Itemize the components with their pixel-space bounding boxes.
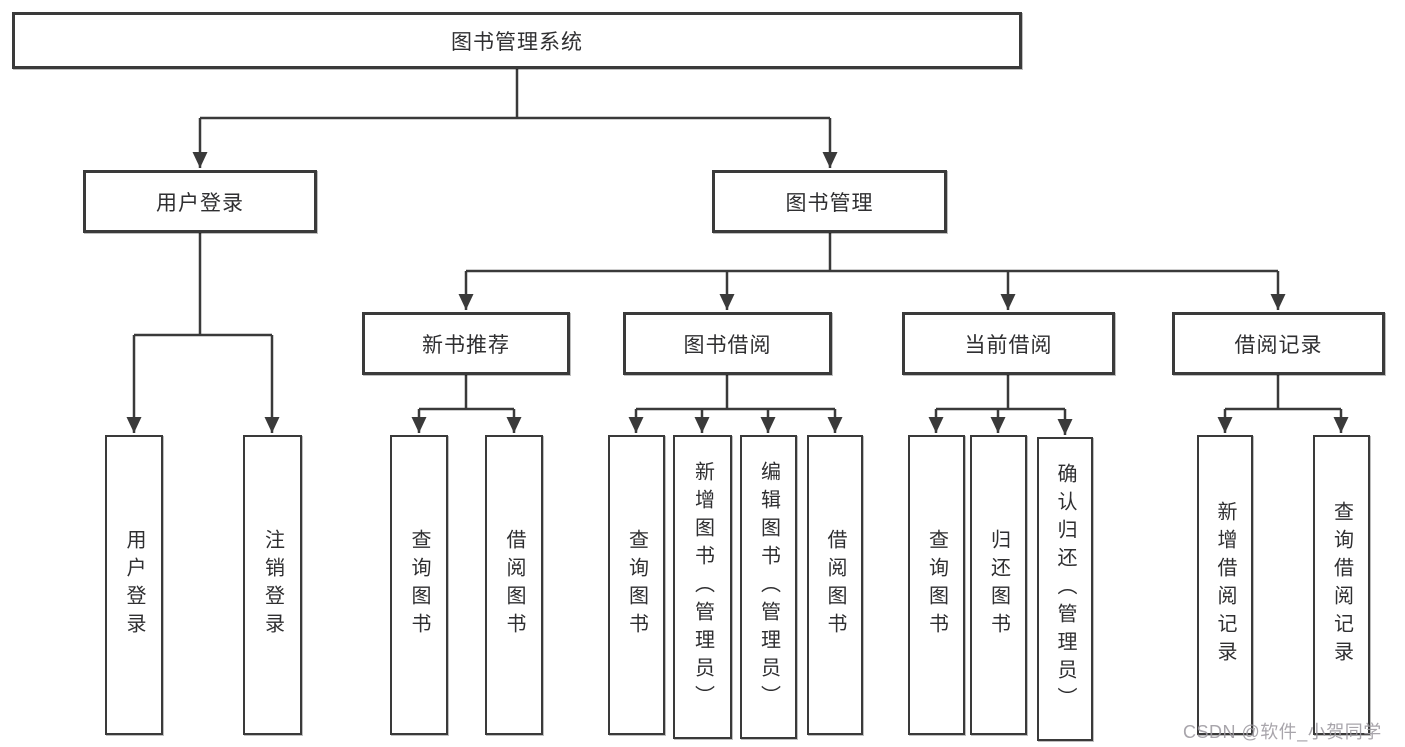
leaf-query-borrow-record: 查询借阅记录	[1313, 435, 1370, 735]
leaf-add-borrow-record: 新增借阅记录	[1197, 435, 1253, 735]
leaf-borrow-books-newbooks: 借阅图书	[485, 435, 543, 735]
node-label: 查询图书	[408, 529, 430, 641]
node-label: 编辑图书（管理员）	[757, 461, 780, 713]
node-label: 确认归还（管理员）	[1054, 463, 1076, 715]
node-label: 借阅记录	[1234, 333, 1323, 357]
node-label: 借阅图书	[503, 529, 525, 641]
node-user-login: 用户登录	[83, 170, 317, 233]
leaf-borrow-books-borrowing: 借阅图书	[807, 435, 863, 735]
node-label: 图书管理系统	[451, 30, 583, 54]
node-label: 新书推荐	[422, 333, 510, 357]
node-label: 新增借阅记录	[1214, 501, 1236, 669]
node-label: 归还图书	[987, 529, 1010, 641]
node-new-book-recommendation: 新书推荐	[362, 312, 570, 375]
leaf-query-books-borrowing: 查询图书	[608, 435, 665, 735]
node-label: 借阅图书	[824, 529, 846, 641]
node-label: 用户登录	[123, 529, 145, 641]
leaf-add-books-admin: 新增图书（管理员）	[673, 435, 732, 739]
node-book-borrowing: 图书借阅	[623, 312, 832, 375]
leaf-query-books-newbooks: 查询图书	[390, 435, 448, 735]
leaf-return-books: 归还图书	[970, 435, 1027, 735]
node-label: 查询图书	[625, 529, 648, 641]
leaf-user-login: 用户登录	[105, 435, 163, 735]
node-current-borrowing: 当前借阅	[902, 312, 1115, 375]
node-root-library-management-system: 图书管理系统	[12, 12, 1022, 69]
node-label: 查询借阅记录	[1330, 501, 1353, 669]
leaf-edit-books-admin: 编辑图书（管理员）	[740, 435, 797, 739]
node-label: 查询图书	[925, 529, 948, 641]
node-label: 当前借阅	[964, 333, 1053, 357]
node-label: 图书管理	[785, 191, 874, 215]
node-label: 用户登录	[156, 191, 244, 215]
node-borrowing-records: 借阅记录	[1172, 312, 1385, 375]
node-book-management: 图书管理	[712, 170, 947, 233]
leaf-confirm-return-admin: 确认归还（管理员）	[1037, 437, 1093, 741]
leaf-logout: 注销登录	[243, 435, 302, 735]
node-label: 新增图书（管理员）	[691, 461, 714, 713]
leaf-query-books-current: 查询图书	[908, 435, 965, 735]
csdn-watermark: CSDN @软件_小贺同学	[1183, 722, 1382, 742]
node-label: 图书借阅	[683, 333, 772, 357]
node-label: 注销登录	[261, 529, 284, 641]
